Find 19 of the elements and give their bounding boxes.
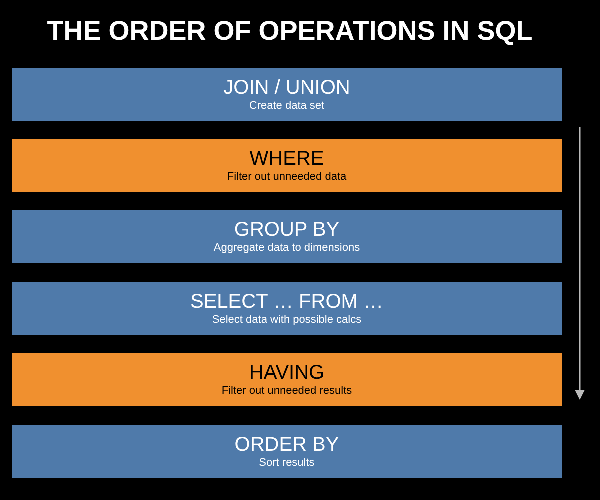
step-description: Filter out unneeded results <box>222 384 352 398</box>
step-box <box>12 282 562 335</box>
step-heading: GROUP BY <box>234 218 340 242</box>
step-description: Sort results <box>259 456 315 470</box>
step-description: Aggregate data to dimensions <box>214 242 360 254</box>
step-description: Select data with possible calcs <box>212 314 362 326</box>
step-heading: ORDER BY <box>234 434 340 456</box>
step-description: Create data set <box>249 100 325 112</box>
step-box <box>12 139 562 192</box>
step-heading: HAVING <box>249 362 325 384</box>
step-description: Filter out unneeded data <box>227 170 347 184</box>
step-box <box>12 425 562 478</box>
diagram-title: THE ORDER OF OPERATIONS IN SQL <box>46 16 534 47</box>
step-box <box>12 353 562 406</box>
step-heading: SELECT … FROM … <box>190 290 384 314</box>
step-heading: JOIN / UNION <box>224 76 350 100</box>
step-box <box>12 210 562 263</box>
step-heading: WHERE <box>250 148 324 170</box>
step-box <box>12 68 562 121</box>
